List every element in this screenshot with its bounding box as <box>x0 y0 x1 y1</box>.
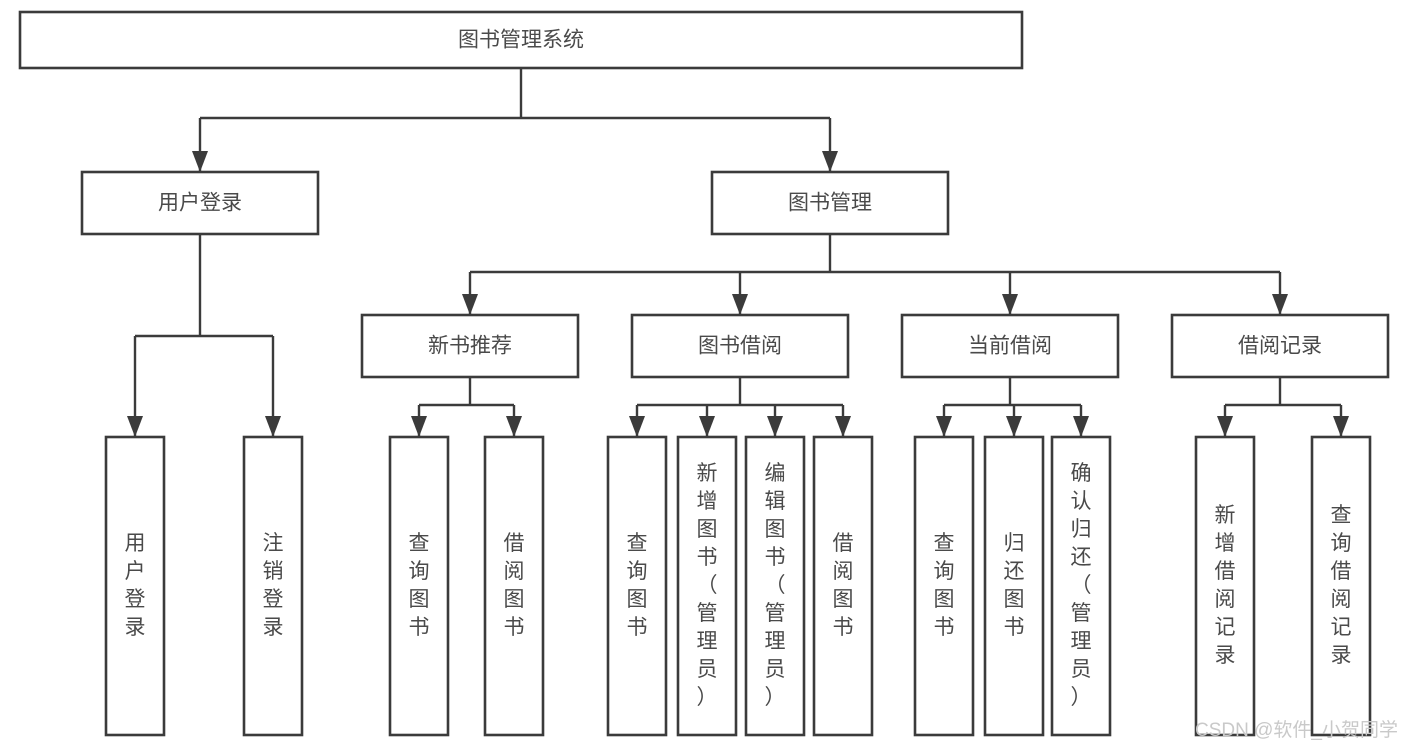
node-new-book-recommend[interactable]: 新书推荐 <box>360 313 580 379</box>
node-box-new-book-recommend <box>360 313 580 379</box>
node-box-book-borrow <box>630 313 850 379</box>
node-leaf-confirm-return[interactable]: 确认归还（管理员） <box>1050 435 1112 737</box>
node-leaf-edit-book[interactable]: 编辑图书（管理员） <box>744 435 806 737</box>
node-box-leaf-query-record <box>1310 435 1372 737</box>
node-leaf-logout[interactable]: 注销登录 <box>242 435 304 737</box>
node-book-borrow[interactable]: 图书借阅 <box>630 313 850 379</box>
node-leaf-user-login[interactable]: 用户登录 <box>104 435 166 737</box>
node-label-leaf-logout: 注销登录 <box>263 532 284 639</box>
watermark: CSDN @软件_小贺同学 <box>1195 719 1398 741</box>
arrow-head-icon <box>1272 294 1288 315</box>
node-box-book-manage <box>710 170 950 236</box>
node-box-leaf-add-book <box>676 435 738 737</box>
node-label-leaf-query-record: 查询借阅记录 <box>1331 504 1352 667</box>
node-box-leaf-borrow-book-1 <box>483 435 545 737</box>
node-box-leaf-edit-book <box>744 435 806 737</box>
arrow-head-icon <box>462 294 478 315</box>
arrow-head-icon <box>127 416 143 437</box>
node-leaf-borrow-book-2[interactable]: 借阅图书 <box>812 435 874 737</box>
node-box-leaf-confirm-return <box>1050 435 1112 737</box>
node-label-borrow-record: 借阅记录 <box>1238 335 1322 358</box>
arrow-head-icon <box>767 416 783 437</box>
node-box-leaf-query-book-1 <box>388 435 450 737</box>
arrow-head-icon <box>822 151 838 172</box>
node-label-leaf-query-book-1: 查询图书 <box>409 532 430 639</box>
node-label-book-manage: 图书管理 <box>788 192 872 215</box>
arrow-head-icon <box>835 416 851 437</box>
node-box-leaf-user-login <box>104 435 166 737</box>
arrow-head-icon <box>629 416 645 437</box>
node-label-leaf-query-book-3: 查询图书 <box>934 532 955 639</box>
connector-lines <box>127 68 1349 437</box>
node-label-leaf-borrow-book-2: 借阅图书 <box>833 532 854 639</box>
node-box-borrow-record <box>1170 313 1390 379</box>
node-label-root: 图书管理系统 <box>458 29 584 52</box>
node-box-leaf-add-record <box>1194 435 1256 737</box>
node-box-user-login <box>80 170 320 236</box>
arrow-head-icon <box>1002 294 1018 315</box>
arrow-head-icon <box>265 416 281 437</box>
arrow-head-icon <box>699 416 715 437</box>
node-label-leaf-return-book: 归还图书 <box>1004 532 1025 639</box>
node-label-book-borrow: 图书借阅 <box>698 335 782 358</box>
node-box-leaf-query-book-3 <box>913 435 975 737</box>
node-label-leaf-user-login: 用户登录 <box>125 532 146 639</box>
node-boxes: 图书管理系统用户登录图书管理新书推荐图书借阅当前借阅借阅记录用户登录注销登录查询… <box>18 10 1390 737</box>
node-label-user-login: 用户登录 <box>158 192 242 215</box>
node-box-root <box>18 10 1024 70</box>
arrow-head-icon <box>506 416 522 437</box>
node-current-borrow[interactable]: 当前借阅 <box>900 313 1120 379</box>
node-leaf-add-book[interactable]: 新增图书（管理员） <box>676 435 738 737</box>
arrow-head-icon <box>1333 416 1349 437</box>
arrow-head-icon <box>1217 416 1233 437</box>
node-leaf-return-book[interactable]: 归还图书 <box>983 435 1045 737</box>
node-box-leaf-return-book <box>983 435 1045 737</box>
node-leaf-query-record[interactable]: 查询借阅记录 <box>1310 435 1372 737</box>
arrow-head-icon <box>936 416 952 437</box>
arrow-head-icon <box>1073 416 1089 437</box>
node-label-leaf-add-record: 新增借阅记录 <box>1215 504 1236 667</box>
arrow-head-icon <box>732 294 748 315</box>
node-label-leaf-borrow-book-1: 借阅图书 <box>504 532 525 639</box>
node-leaf-add-record[interactable]: 新增借阅记录 <box>1194 435 1256 737</box>
node-user-login[interactable]: 用户登录 <box>80 170 320 236</box>
arrow-head-icon <box>411 416 427 437</box>
node-leaf-borrow-book-1[interactable]: 借阅图书 <box>483 435 545 737</box>
node-root[interactable]: 图书管理系统 <box>18 10 1024 70</box>
node-book-manage[interactable]: 图书管理 <box>710 170 950 236</box>
node-box-current-borrow <box>900 313 1120 379</box>
node-leaf-query-book-1[interactable]: 查询图书 <box>388 435 450 737</box>
node-borrow-record[interactable]: 借阅记录 <box>1170 313 1390 379</box>
node-label-new-book-recommend: 新书推荐 <box>428 335 512 358</box>
node-box-leaf-logout <box>242 435 304 737</box>
node-label-leaf-confirm-return: 确认归还（管理员） <box>1071 462 1092 709</box>
arrow-head-icon <box>1006 416 1022 437</box>
node-label-leaf-add-book: 新增图书（管理员） <box>697 462 718 709</box>
node-leaf-query-book-3[interactable]: 查询图书 <box>913 435 975 737</box>
node-leaf-query-book-2[interactable]: 查询图书 <box>606 435 668 737</box>
node-box-leaf-query-book-2 <box>606 435 668 737</box>
arrow-head-icon <box>192 151 208 172</box>
node-label-leaf-edit-book: 编辑图书（管理员） <box>765 462 786 709</box>
node-label-current-borrow: 当前借阅 <box>968 335 1052 358</box>
node-box-leaf-borrow-book-2 <box>812 435 874 737</box>
node-label-leaf-query-book-2: 查询图书 <box>627 532 648 639</box>
